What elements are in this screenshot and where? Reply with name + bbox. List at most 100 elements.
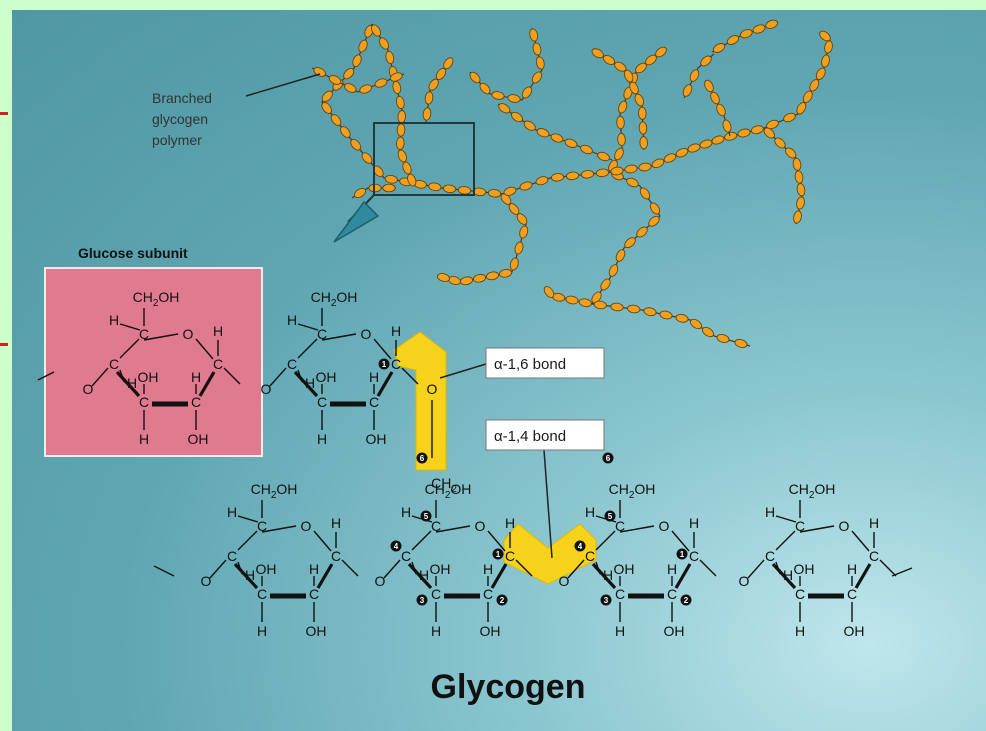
atom-label: H: [317, 431, 327, 447]
atom-label: OH: [138, 369, 159, 385]
glucose-bead: [328, 75, 342, 85]
glucose-bead: [623, 69, 634, 83]
atom-label: H: [245, 567, 255, 583]
glucose-bead: [536, 128, 550, 138]
glucose-bead: [382, 183, 396, 193]
glucose-bead: [704, 79, 714, 93]
bond-line: [341, 559, 359, 577]
atom-label: C: [331, 548, 341, 564]
atom-label: OH: [256, 561, 277, 577]
glucose-bead: [608, 264, 619, 277]
carbon-number-badge: [416, 594, 428, 606]
glucose-bead: [361, 152, 373, 164]
atom-label: H: [505, 515, 515, 531]
glucose-bead: [543, 286, 555, 298]
atom-label: C: [505, 548, 515, 564]
glucose-bead: [624, 164, 638, 174]
polymer-strand: [543, 286, 593, 308]
atom-label: H: [213, 323, 223, 339]
atom-label: C: [483, 586, 493, 602]
atom-label: O: [261, 381, 272, 397]
bond-line: [153, 565, 175, 577]
ch2oh-label: CH2OH: [425, 481, 472, 501]
bond-line: [237, 515, 259, 523]
atom-label: H: [603, 567, 613, 583]
glucose-bead: [643, 307, 657, 317]
atom-label: C: [191, 394, 201, 410]
atom-label: O: [375, 573, 386, 589]
atom-label: O: [839, 518, 850, 534]
glucose-bead: [591, 291, 602, 304]
glucose-bead: [509, 257, 519, 271]
atom-label: C: [401, 548, 411, 564]
glucose-bead: [614, 147, 624, 161]
bond-line: [775, 530, 796, 551]
atom-label: C: [391, 356, 401, 372]
carbon-number: 4: [578, 542, 583, 551]
glucose-bead: [435, 68, 447, 80]
glucose-bead: [358, 39, 368, 53]
glucose-bead: [675, 313, 689, 323]
bond-line: [854, 563, 872, 589]
carbon-number-badge: [496, 594, 508, 606]
carbon-number: 3: [604, 596, 609, 605]
atom-label: C: [689, 548, 699, 564]
atom-label: H: [109, 312, 119, 328]
alpha-1-4-callout-leader: [543, 449, 553, 559]
glucose-bead: [535, 176, 549, 186]
glycosidic-oxygen: O: [427, 381, 438, 397]
glucose-bead: [783, 112, 796, 123]
carbon-number-badge: [420, 510, 432, 522]
atom-label: OH: [794, 561, 815, 577]
glucose-bead: [617, 132, 626, 147]
glucose-bead: [487, 189, 502, 198]
glucose-bead: [629, 81, 639, 95]
glucose-bead: [815, 67, 826, 80]
zoom-arrow-icon: [333, 200, 380, 243]
atom-label: C: [227, 548, 237, 564]
glucose-bead: [353, 187, 367, 199]
glucose-bead: [593, 300, 607, 310]
glucose-bead: [436, 273, 451, 282]
atom-label: O: [183, 326, 194, 342]
carbon-number-badge: [604, 510, 616, 522]
glucose-bead: [651, 158, 665, 169]
carbon-6-marker: 6: [602, 452, 614, 464]
bond-line: [269, 367, 287, 387]
glucose-bead: [602, 55, 616, 65]
glucose-bead: [359, 84, 373, 94]
atom-label: H: [401, 504, 411, 520]
bond-line: [261, 525, 297, 533]
glucose-bead: [472, 273, 487, 283]
bond-line: [237, 530, 258, 551]
polymer-strand: [711, 19, 779, 53]
glucose-bead: [785, 147, 797, 159]
atom-label: H: [847, 561, 857, 577]
glucose-bead: [519, 181, 533, 191]
polymer-strand: [704, 79, 732, 137]
glucose-bead: [384, 174, 398, 184]
glucose-bead: [636, 226, 648, 238]
carbon-number-badge: [378, 358, 390, 370]
glucose-bead: [766, 119, 779, 130]
glucose-bead: [550, 173, 565, 182]
glucose-bead: [428, 182, 442, 192]
glucose-bead: [716, 103, 726, 117]
ch2oh-label: CH2OH: [609, 481, 656, 501]
carbon-number: 5: [608, 512, 613, 521]
glucose-bead: [792, 157, 802, 171]
glucose-bead: [532, 42, 542, 56]
atom-label: O: [739, 573, 750, 589]
atom-label: H: [227, 504, 237, 520]
glucose-bead: [395, 95, 405, 110]
glucose-bead: [763, 127, 775, 139]
glucose-bead: [734, 339, 748, 348]
glucose-bead: [626, 177, 639, 188]
ch2-label: CH2: [431, 475, 457, 495]
atom-label: H: [391, 323, 401, 339]
glucose-bead: [498, 103, 511, 114]
bond-line: [119, 323, 141, 331]
glucose-bead: [597, 151, 610, 162]
